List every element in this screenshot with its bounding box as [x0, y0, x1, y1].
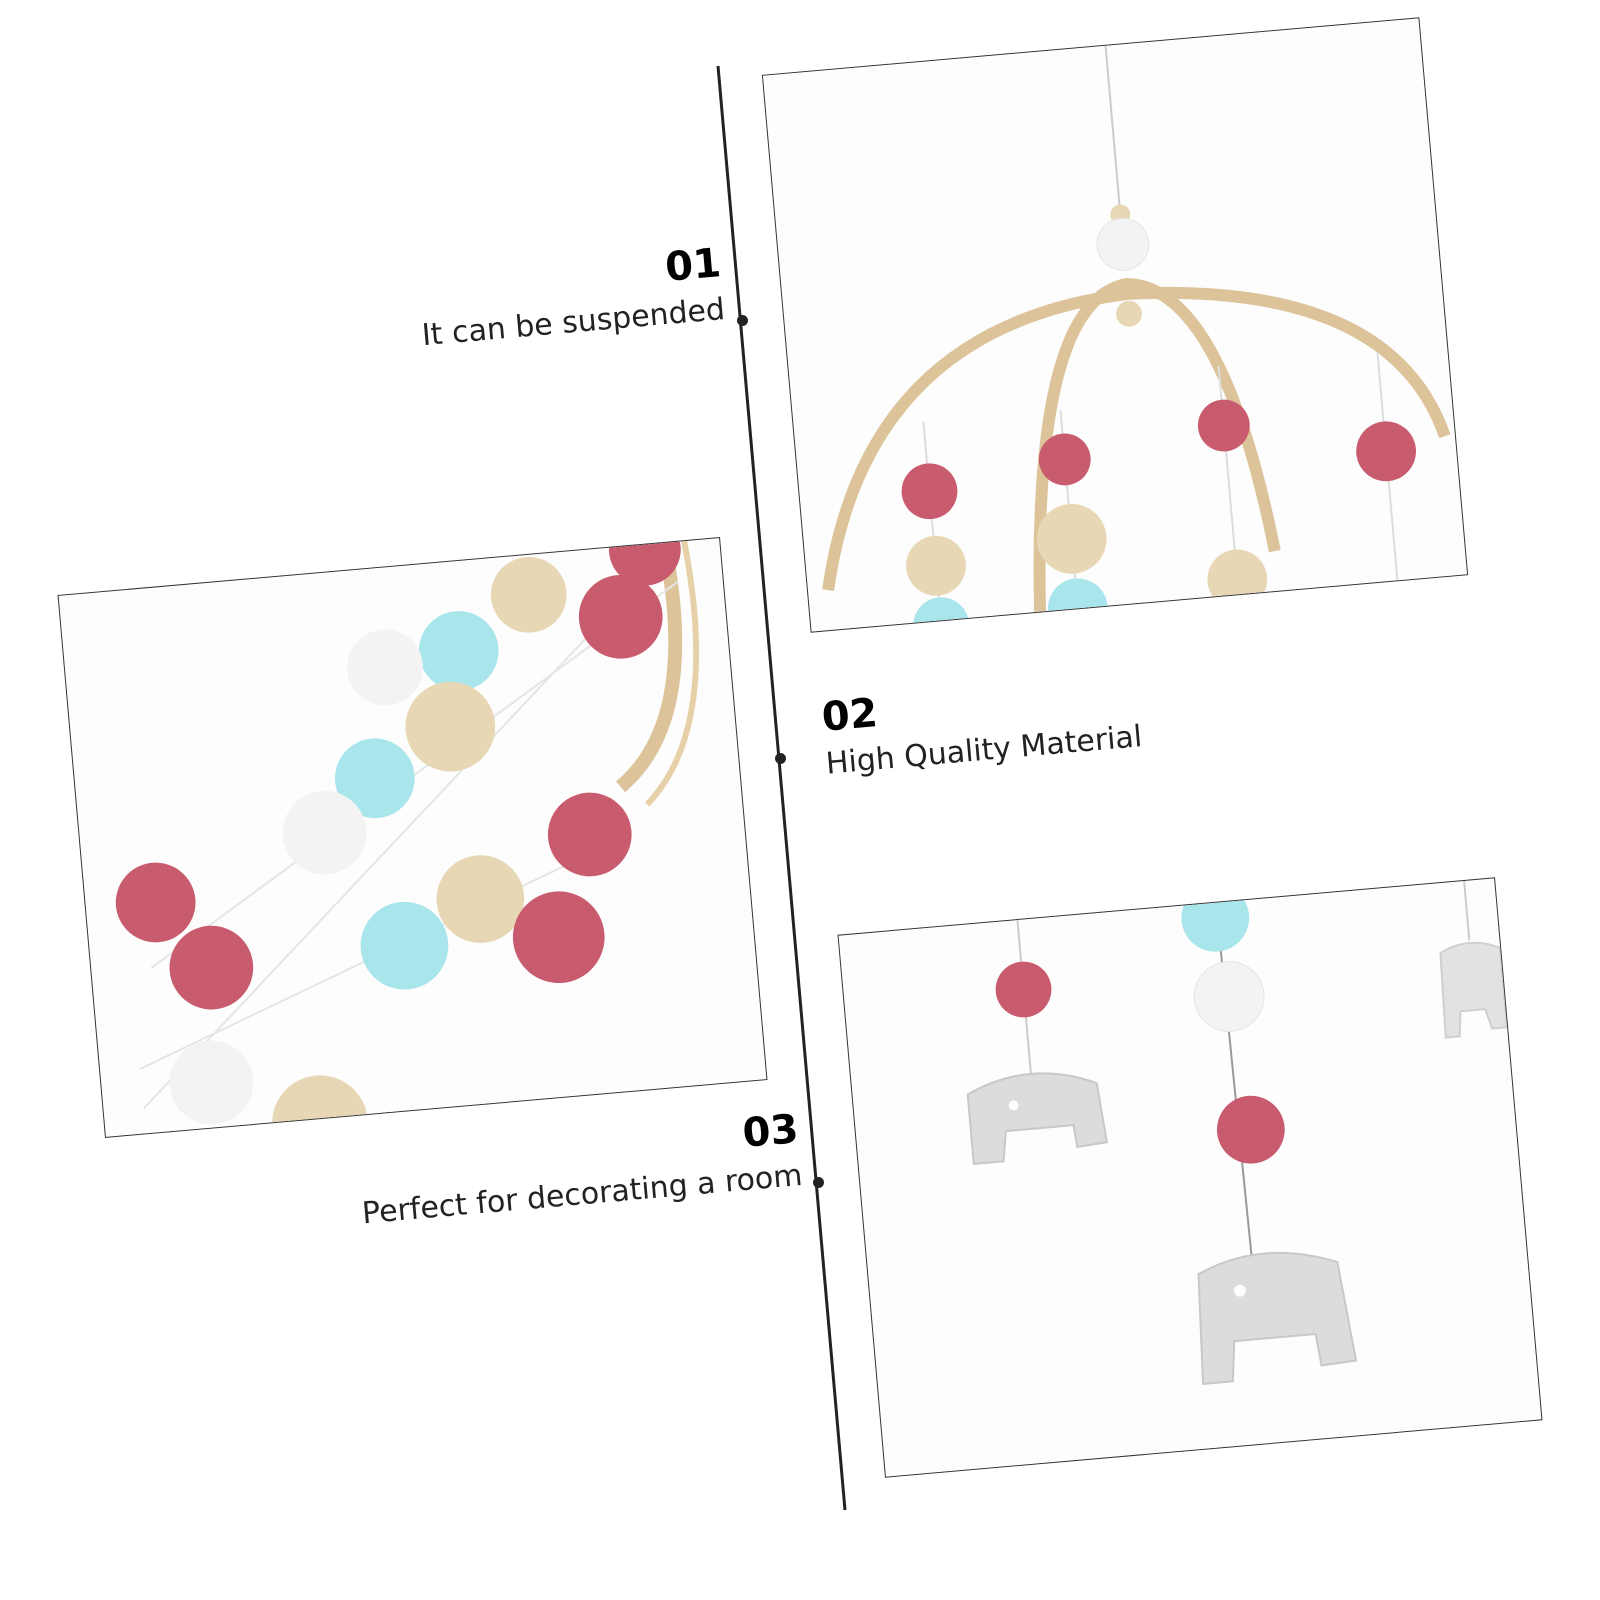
timeline-dot-02 — [775, 753, 786, 764]
elephant-pendants-illustration — [838, 878, 1542, 1477]
product-photo-garland — [57, 537, 768, 1138]
timeline-dot-01 — [737, 315, 748, 326]
garland-illustration — [58, 538, 767, 1137]
mobile-frame-illustration — [763, 18, 1467, 632]
product-photo-frame — [761, 17, 1469, 633]
timeline-dot-03 — [813, 1177, 824, 1188]
product-photo-elephants — [837, 877, 1543, 1478]
